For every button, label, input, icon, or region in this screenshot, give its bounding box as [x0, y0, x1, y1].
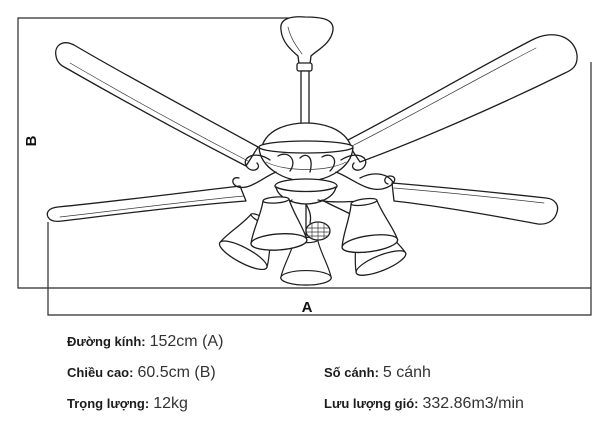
left-scroll-ornament	[244, 154, 271, 171]
spec-height-label: Chiều cao:	[67, 365, 134, 380]
spec-height-value: 60.5cm (B)	[137, 364, 216, 381]
spec-blades-label: Số cánh:	[324, 365, 379, 380]
width-dimension-line	[47, 62, 592, 316]
left-scroll-ornament	[232, 171, 277, 189]
spec-weight-value: 12kg	[153, 395, 188, 412]
fan-blade-bottom-right	[391, 182, 559, 225]
lamp-shade	[250, 196, 308, 251]
height-dimension-label: B	[23, 135, 40, 146]
downrod	[300, 70, 310, 127]
motor-leaf-ornament	[277, 153, 294, 172]
blade-edge-line	[69, 62, 249, 162]
right-scroll-ornament	[335, 171, 396, 191]
motor-band-line	[265, 161, 347, 170]
width-dimension-label: A	[302, 299, 313, 316]
right-scroll-ornament	[359, 173, 394, 183]
fan-blade-top-right	[345, 34, 578, 163]
motor-leaf-ornament	[321, 154, 336, 172]
spec-airflow: Lưu lượng gió:332.86m3/min	[324, 393, 524, 415]
height-dimension-line	[17, 17, 591, 289]
blade-edge-line	[393, 187, 545, 204]
ceiling-fan-drawing: B A	[17, 16, 592, 316]
fan-blade-top-left	[55, 42, 259, 167]
motor-ring	[258, 140, 354, 154]
spec-airflow-label: Lưu lượng gió:	[324, 396, 419, 411]
spec-blades-value: 5 cánh	[382, 364, 431, 381]
spec-height: Chiều cao:60.5cm (B)	[67, 362, 216, 384]
spec-weight-label: Trọng lượng:	[67, 396, 150, 411]
ceiling-canopy	[280, 16, 334, 65]
blade-edge-line	[351, 47, 537, 147]
canopy-highlight	[287, 26, 303, 55]
spec-weight: Trọng lượng:12kg	[67, 393, 188, 415]
lamp-shade	[341, 197, 399, 254]
spec-diameter-value: 152cm (A)	[149, 333, 224, 350]
motor-leaf-ornament	[299, 154, 312, 173]
fan-line-art: B A	[17, 16, 592, 316]
spec-airflow-value: 332.86m3/min	[422, 395, 524, 412]
fan-blade-bottom-left	[46, 185, 247, 223]
light-kit-finial	[305, 203, 331, 241]
downrod-coupling	[296, 62, 313, 72]
motor-dome	[261, 122, 352, 147]
blade-edge-line	[59, 195, 245, 218]
spec-blades: Số cánh:5 cánh	[324, 362, 431, 384]
spec-diameter: Đường kính:152cm (A)	[67, 331, 223, 353]
spec-diameter-label: Đường kính:	[67, 334, 146, 349]
right-scroll-ornament	[340, 154, 367, 171]
